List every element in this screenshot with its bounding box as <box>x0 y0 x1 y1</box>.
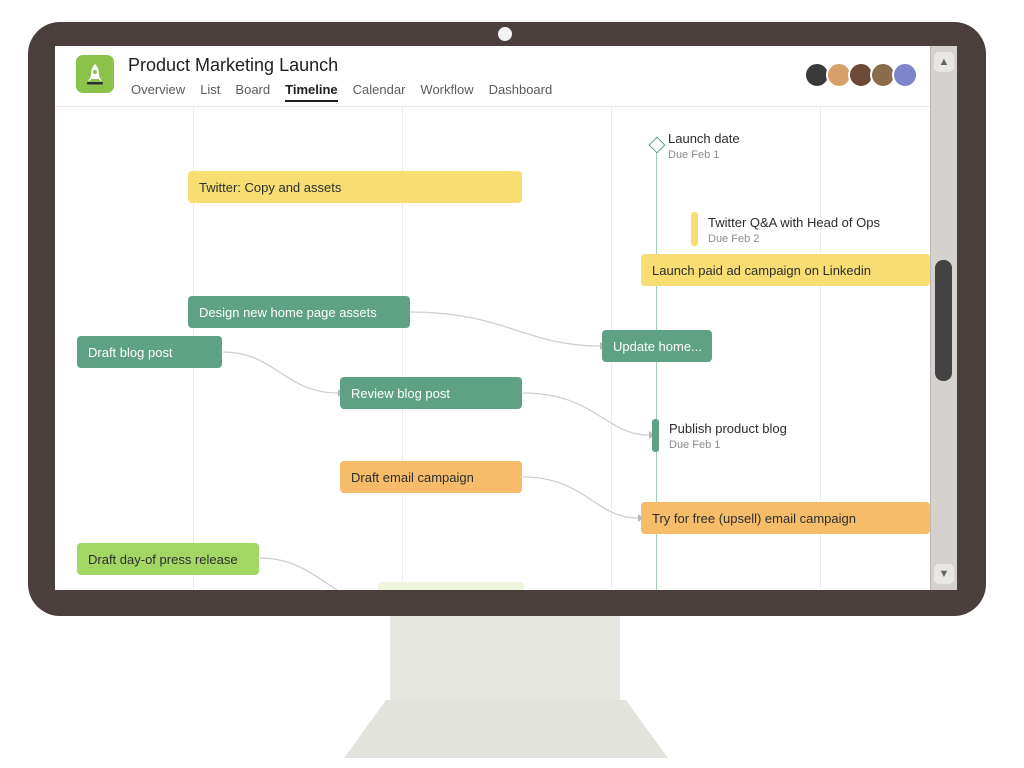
monitor-stand-base <box>344 700 668 758</box>
milestone-due: Due Feb 1 <box>668 149 720 161</box>
tab-timeline[interactable]: Timeline <box>285 82 338 102</box>
scroll-up-icon[interactable]: ▲ <box>934 52 954 72</box>
milestone-label: Publish product blog <box>669 421 787 436</box>
avatar[interactable] <box>804 62 830 88</box>
page-title: Product Marketing Launch <box>128 55 339 75</box>
task-twitter-copy[interactable]: Twitter: Copy and assets <box>188 171 522 203</box>
task-bar-partial[interactable] <box>378 582 524 590</box>
task-upsell-email[interactable]: Try for free (upsell) email campaign <box>641 502 930 534</box>
task-draft-email[interactable]: Draft email campaign <box>340 461 522 493</box>
milestone-launch-date[interactable]: Launch date Due Feb 1 <box>668 131 740 161</box>
tab-list[interactable]: List <box>200 82 221 97</box>
launch-date-line <box>656 146 657 590</box>
task-marker[interactable] <box>652 419 659 452</box>
project-tabs: Overview List Board Timeline Calendar Wo… <box>131 82 552 102</box>
camera-dot <box>498 27 512 41</box>
milestone-due: Due Feb 1 <box>669 439 721 451</box>
member-avatars[interactable] <box>804 62 918 88</box>
milestone-twitter-qa[interactable]: Twitter Q&A with Head of Ops Due Feb 2 <box>708 215 880 245</box>
tab-workflow[interactable]: Workflow <box>420 82 474 97</box>
task-update-home[interactable]: Update home... <box>602 330 712 362</box>
avatar[interactable] <box>892 62 918 88</box>
scroll-down-icon[interactable]: ▼ <box>934 564 954 584</box>
app-screen: Product Marketing Launch Overview List B… <box>55 46 930 590</box>
scroll-thumb[interactable] <box>935 260 952 381</box>
tab-board[interactable]: Board <box>235 82 271 97</box>
timeline-gridline <box>402 107 403 590</box>
timeline-gridline <box>820 107 821 590</box>
tab-overview[interactable]: Overview <box>131 82 186 97</box>
project-header: Product Marketing Launch Overview List B… <box>55 46 930 107</box>
tab-dashboard[interactable]: Dashboard <box>488 82 553 97</box>
task-marker[interactable] <box>691 212 698 246</box>
milestone-due: Due Feb 2 <box>708 233 760 245</box>
dependency-connectors <box>222 311 655 590</box>
milestone-label: Twitter Q&A with Head of Ops <box>708 215 880 230</box>
task-press-release[interactable]: Draft day-of press release <box>77 543 259 575</box>
tab-calendar[interactable]: Calendar <box>352 82 406 97</box>
milestone-publish-blog[interactable]: Publish product blog Due Feb 1 <box>669 421 787 451</box>
task-review-blog[interactable]: Review blog post <box>340 377 522 409</box>
vertical-scrollbar[interactable]: ▲ ▼ <box>930 46 957 590</box>
milestone-label: Launch date <box>668 131 740 146</box>
task-draft-blog[interactable]: Draft blog post <box>77 336 222 368</box>
rocket-icon[interactable] <box>76 55 114 93</box>
task-home-page-assets[interactable]: Design new home page assets <box>188 296 410 328</box>
monitor-stand-neck <box>390 612 620 707</box>
task-linkedin-ads[interactable]: Launch paid ad campaign on Linkedin <box>641 254 930 286</box>
